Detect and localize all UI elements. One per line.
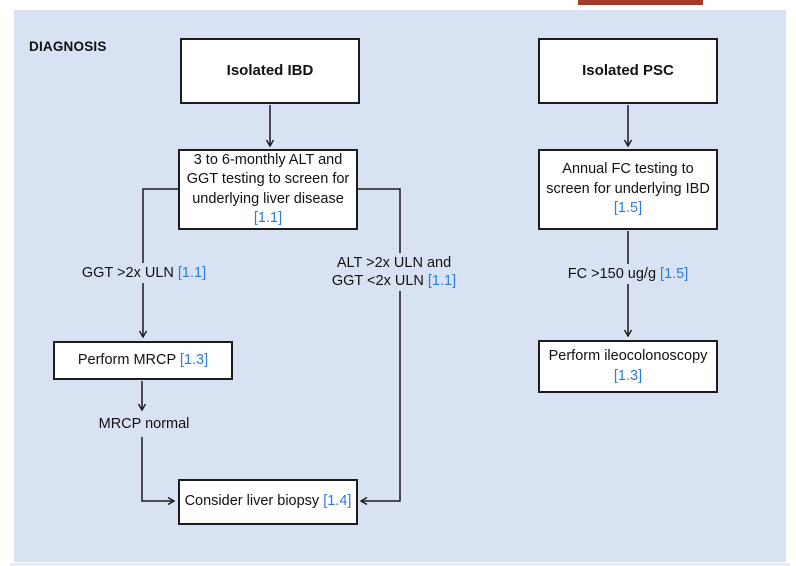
alt-condition-line2: GGT <2x ULN [331,273,424,289]
node-isolated-ibd-label: Isolated IBD [226,62,314,80]
ggt-condition-text: GGT >2x ULN [81,265,174,281]
node-isolated-psc: Isolated PSC [538,38,718,104]
alt-condition-line1: ALT >2x ULN and [336,255,452,271]
node-psc-screening-text: Annual FC testing to screen for underlyi… [546,161,710,197]
edge-label-ggt-condition: GGT >2x ULN [1.1] [77,263,211,283]
node-perform-ileocolonoscopy-label: Perform ileocolonoscopy [1.3] [544,347,712,386]
edge-label-fc-condition: FC >150 ug/g [1.5] [563,264,693,284]
next-section-panel-edge [10,563,790,566]
node-ibd-screening-citation: [1.1] [253,210,283,226]
alt-condition-citation: [1.1] [427,273,457,289]
edge-label-alt-condition: ALT >2x ULN and GGT <2x ULN [1.1] [327,253,461,291]
node-psc-screening: Annual FC testing to screen for underlyi… [538,149,718,230]
node-psc-screening-citation: [1.5] [613,200,643,217]
fc-condition-citation: [1.5] [660,266,689,282]
node-ibd-screening-text: 3 to 6-monthly ALT and GGT testing to sc… [186,151,350,207]
node-ibd-screening-label: 3 to 6-monthly ALT and GGT testing to sc… [184,151,352,229]
ileocolonoscopy-citation: [1.3] [613,367,643,384]
node-consider-liver-biopsy: Consider liver biopsy [1.4] [178,479,358,525]
edge-label-mrcp-normal: MRCP normal [94,414,194,434]
section-title: DIAGNOSIS [29,39,107,54]
ggt-condition-citation: [1.1] [177,265,207,281]
top-red-divider-bar [578,0,703,5]
liver-biopsy-citation: [1.4] [323,493,352,510]
fc-condition-text: FC >150 ug/g [567,266,657,282]
node-perform-mrcp-label: Perform MRCP [1.3] [78,351,208,371]
node-isolated-psc-label: Isolated PSC [582,62,674,80]
node-ibd-screening: 3 to 6-monthly ALT and GGT testing to sc… [178,149,358,230]
mrcp-normal-text: MRCP normal [98,416,190,432]
liver-biopsy-text: Consider liver biopsy [184,493,320,510]
ileocolonoscopy-text: Perform ileocolonoscopy [548,348,708,364]
node-consider-liver-biopsy-label: Consider liver biopsy [1.4] [185,492,352,512]
node-isolated-ibd: Isolated IBD [180,38,360,104]
perform-mrcp-text: Perform MRCP [77,351,176,368]
perform-mrcp-citation: [1.3] [179,351,209,368]
node-perform-ileocolonoscopy: Perform ileocolonoscopy [1.3] [538,340,718,393]
node-perform-mrcp: Perform MRCP [1.3] [53,341,233,380]
node-psc-screening-label: Annual FC testing to screen for underlyi… [544,160,712,219]
